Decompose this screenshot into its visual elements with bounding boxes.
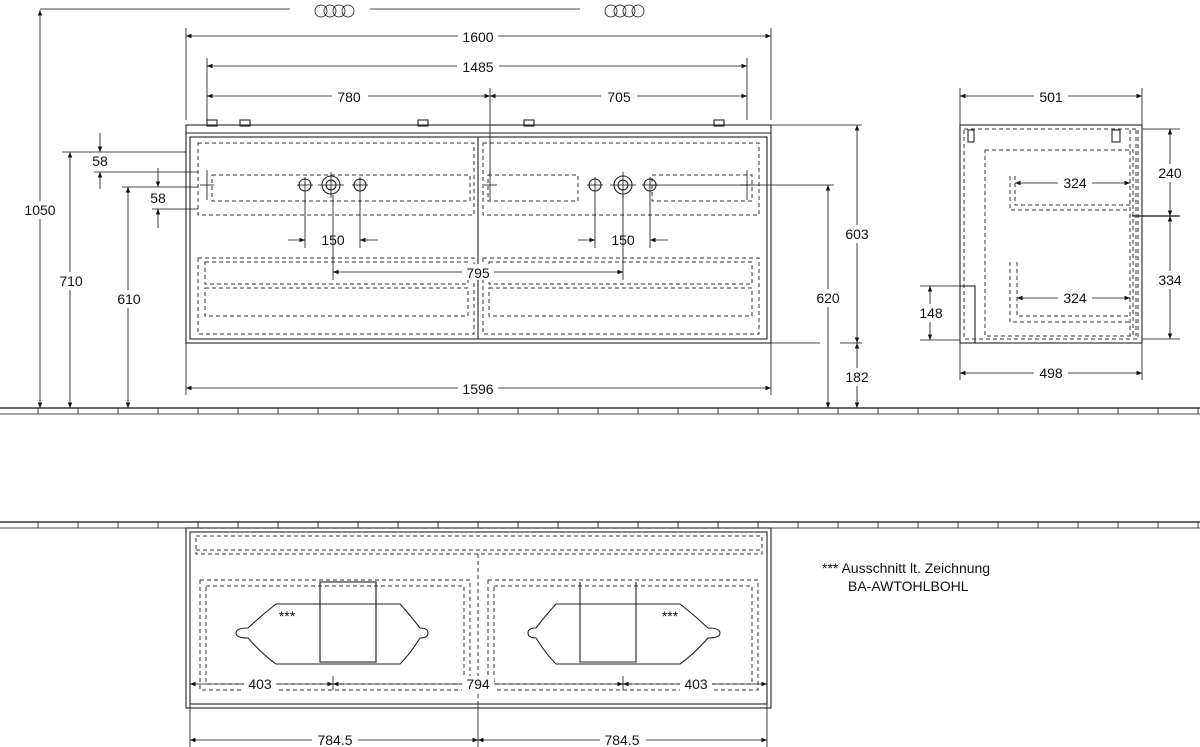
note-line-2: BA-AWTOHLBOHL: [848, 578, 969, 594]
dim-784-5-right: 784.5: [604, 732, 639, 747]
dim-1485: 1485: [462, 59, 493, 75]
dim-240: 240: [1158, 165, 1182, 181]
note-line-1: *** Ausschnitt lt. Zeichnung: [822, 560, 990, 576]
dim-498: 498: [1039, 365, 1063, 381]
dim-780: 780: [337, 89, 361, 105]
side-view: 501 324 324 240 334 148 498: [914, 88, 1188, 381]
dim-403-left: 403: [248, 676, 272, 692]
dim-710: 710: [59, 273, 83, 289]
basin-outline-left: [235, 603, 429, 665]
dim-603: 603: [845, 226, 869, 242]
dim-334: 334: [1158, 272, 1182, 288]
dim-403-right: 403: [684, 676, 708, 692]
dim-610: 610: [117, 291, 141, 307]
top-cabinet-outline: [185, 527, 772, 709]
cutout-mark-left: ***: [279, 608, 296, 624]
dim-58-top: 58: [92, 153, 108, 169]
dim-324-top: 324: [1063, 175, 1087, 191]
top-view: *** *** 403 794 403 784.5 784.5: [185, 527, 772, 747]
dim-795: 795: [466, 265, 490, 281]
dim-501: 501: [1039, 89, 1063, 105]
side-cabinet-outline: [959, 124, 1143, 344]
cabinet-outline: [185, 124, 772, 344]
cutout-mark-right: ***: [662, 608, 679, 624]
dim-324-bottom: 324: [1063, 290, 1087, 306]
dim-148: 148: [919, 305, 943, 321]
faucet-symbol-left: [314, 4, 355, 18]
faucet-symbol-right: [604, 4, 645, 18]
dim-58-bottom: 58: [150, 190, 166, 206]
dim-1050: 1050: [24, 202, 55, 218]
dim-784-5-left: 784.5: [317, 732, 352, 747]
faucet-holes: [200, 170, 754, 200]
floor-line-lower: [0, 521, 1200, 529]
dim-182: 182: [845, 369, 869, 385]
dim-620: 620: [816, 290, 840, 306]
dim-1600: 1600: [462, 29, 493, 45]
floor-line-upper: [0, 407, 1200, 415]
front-view: 1600 1485 780 705 1050 710 610 58: [20, 4, 874, 408]
basin-outline-right: [527, 603, 721, 665]
cutout-note: *** Ausschnitt lt. Zeichnung BA-AWTOHLBO…: [822, 560, 990, 594]
dim-705: 705: [607, 89, 631, 105]
dim-1596: 1596: [462, 381, 493, 397]
dim-794: 794: [466, 676, 490, 692]
